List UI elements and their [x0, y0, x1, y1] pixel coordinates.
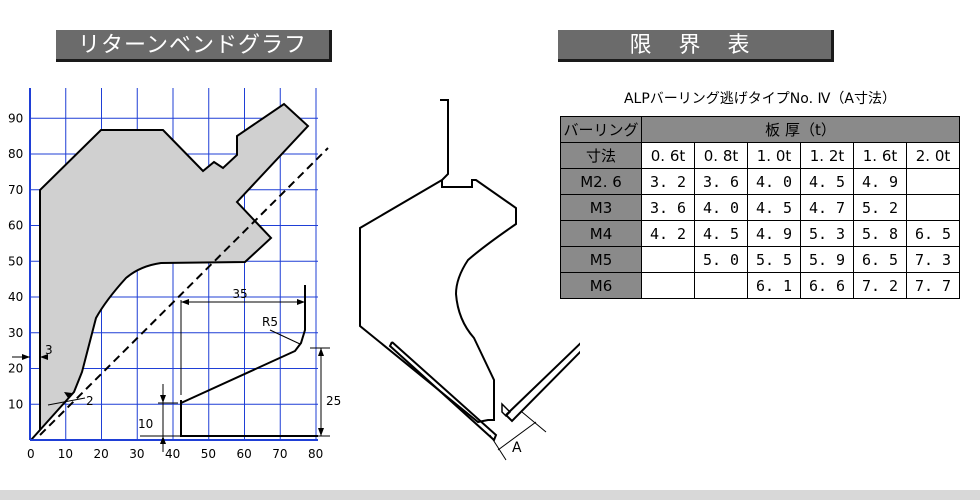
- value-cell: 4. 7: [800, 194, 854, 221]
- dim-10-label: 10: [138, 417, 153, 431]
- tool-cross-section: A: [359, 99, 580, 461]
- x-tick-label: 10: [58, 447, 73, 461]
- y-tick-label: 20: [8, 362, 23, 376]
- thickness-column-header: 1. 2t: [800, 142, 854, 169]
- x-tick-label: 80: [308, 447, 323, 461]
- value-cell: 4. 5: [800, 168, 854, 195]
- value-cell: 4. 0: [694, 194, 748, 221]
- x-tick-label: 70: [272, 447, 287, 461]
- value-cell: 7. 3: [906, 246, 960, 273]
- thickness-header: 板 厚（t）: [641, 116, 960, 143]
- value-cell: 4. 0: [747, 168, 801, 195]
- burring-size-label: M2. 6: [560, 168, 642, 195]
- value-cell: 5. 5: [747, 246, 801, 273]
- bend-envelope-shape: [30, 102, 310, 441]
- x-tick-label: 30: [129, 447, 144, 461]
- value-cell: 4. 9: [747, 220, 801, 247]
- value-cell: 3. 6: [641, 194, 695, 221]
- dim-2-label: 2: [86, 394, 94, 408]
- row-header-top: バーリング: [560, 116, 642, 143]
- punch-outline: [359, 99, 517, 424]
- y-tick-label: 70: [8, 183, 23, 197]
- burring-size-label: M4: [560, 220, 642, 247]
- value-cell: 4. 2: [641, 220, 695, 247]
- thickness-column-header: 1. 0t: [747, 142, 801, 169]
- value-cell: 5. 2: [853, 194, 907, 221]
- value-cell: 3. 2: [641, 168, 695, 195]
- dim-25-label: 25: [326, 394, 341, 408]
- y-tick-label: 80: [8, 147, 23, 161]
- table-caption: ALPバーリング逃げタイプNo. Ⅳ（A寸法）: [623, 91, 896, 107]
- y-tick-label: 90: [8, 111, 23, 125]
- thickness-column-header: 2. 0t: [906, 142, 960, 169]
- value-cell: 5. 8: [853, 220, 907, 247]
- workpiece-profile: [180, 400, 318, 437]
- y-tick-label: 60: [8, 219, 23, 233]
- na-cell: [694, 272, 748, 299]
- na-cell: [906, 194, 960, 221]
- dim-3-label: 3: [45, 343, 53, 357]
- x-tick-label: 20: [94, 447, 109, 461]
- x-tick-label: 40: [165, 447, 180, 461]
- limit-table-title: 限 界 表: [558, 30, 834, 62]
- value-cell: 4. 5: [694, 220, 748, 247]
- x-tick-label: 50: [201, 447, 216, 461]
- return-bend-graph-title: リターンベンドグラフ: [56, 30, 332, 62]
- die-left-plate: [388, 341, 498, 442]
- y-tick-label: 10: [8, 397, 23, 411]
- value-cell: 4. 9: [853, 168, 907, 195]
- die-right-plate: [505, 342, 580, 423]
- value-cell: 4. 5: [747, 194, 801, 221]
- row-header-bottom: 寸法: [560, 142, 642, 169]
- x-tick-label: 0: [27, 447, 35, 461]
- limit-dashed-line: [39, 147, 329, 436]
- value-cell: 5. 9: [800, 246, 854, 273]
- y-tick-label: 40: [8, 290, 23, 304]
- y-tick-label: 30: [8, 326, 23, 340]
- dimension-a-label: A: [512, 440, 522, 456]
- burring-size-label: M6: [560, 272, 642, 299]
- return-bend-graph: 35 R5 25 10 3 2 0 10 20 30 40 50 60 70 80 10 20 30 4…: [8, 88, 341, 461]
- value-cell: 6. 1: [747, 272, 801, 299]
- burring-size-label: M3: [560, 194, 642, 221]
- part-channel: [501, 402, 512, 418]
- value-cell: 3. 6: [694, 168, 748, 195]
- value-cell: 6. 5: [853, 246, 907, 273]
- footer-bar: [0, 490, 980, 500]
- workpiece-return-flange: [180, 285, 306, 404]
- value-cell: 6. 5: [906, 220, 960, 247]
- axis-tick-labels: 0 10 20 30 40 50 60 70 80 10 20 30 40 50 60 70 80 90: [8, 111, 323, 461]
- x-tick-label: 60: [237, 447, 252, 461]
- y-tick-label: 50: [8, 254, 23, 268]
- thickness-column-header: 0. 8t: [694, 142, 748, 169]
- burring-size-label: M5: [560, 246, 642, 273]
- value-cell: 7. 2: [853, 272, 907, 299]
- na-cell: [641, 246, 695, 273]
- dim-r5-label: R5: [262, 315, 278, 329]
- value-cell: 7. 7: [906, 272, 960, 299]
- thickness-column-header: 0. 6t: [641, 142, 695, 169]
- value-cell: 5. 0: [694, 246, 748, 273]
- value-cell: 5. 3: [800, 220, 854, 247]
- dim-35-label: 35: [232, 287, 247, 301]
- thickness-column-header: 1. 6t: [853, 142, 907, 169]
- na-cell: [906, 168, 960, 195]
- na-cell: [641, 272, 695, 299]
- value-cell: 6. 6: [800, 272, 854, 299]
